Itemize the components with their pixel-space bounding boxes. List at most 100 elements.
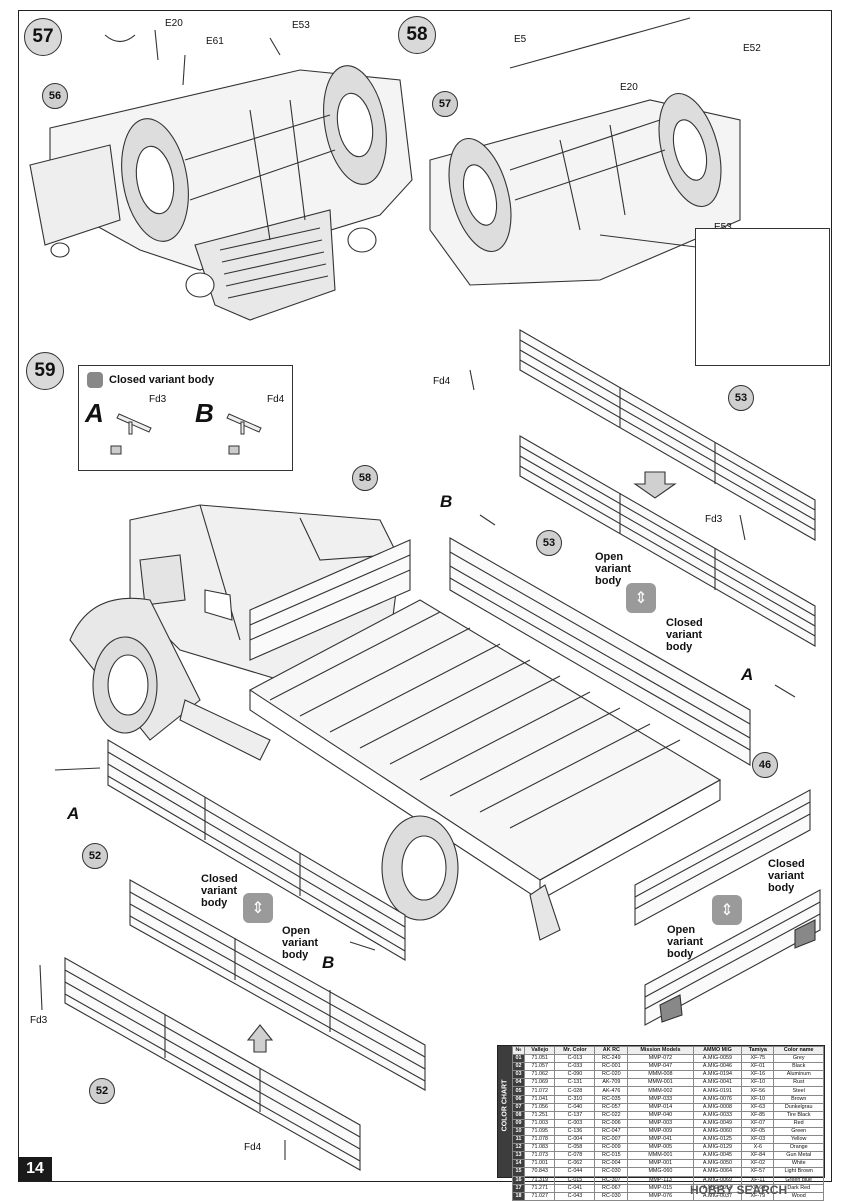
step-59-number: 59 — [26, 352, 64, 390]
part-label: Fd3 — [149, 394, 167, 405]
variant-letter-b: B — [322, 953, 335, 972]
table-cell: 05 — [512, 1086, 525, 1096]
part-callout-52: 52 — [89, 1078, 115, 1104]
table-cell: XF-07 — [741, 1118, 775, 1128]
table-cell: C-058 — [554, 1143, 596, 1153]
table-cell: XF-05 — [741, 1126, 775, 1137]
color-chart-header: Mr. Color — [554, 1045, 596, 1056]
table-cell: 17 — [512, 1183, 525, 1193]
table-cell: 18 — [512, 1191, 525, 1201]
table-cell: A.MIG-0050 — [692, 1159, 743, 1169]
table-cell: 71.083 — [523, 1143, 556, 1153]
table-cell: 71.271 — [523, 1183, 556, 1193]
table-cell: XF-03 — [741, 1135, 775, 1145]
table-cell: RC-249 — [594, 1054, 629, 1064]
table-cell: A.MIG-0041 — [692, 1078, 743, 1088]
table-cell: 02 — [512, 1062, 525, 1072]
table-cell: MMP-033 — [627, 1094, 694, 1104]
part-label: Fd4 — [267, 394, 285, 405]
table-cell: MMP-001 — [627, 1159, 694, 1169]
table-cell: XF-02 — [741, 1159, 775, 1169]
table-cell: Dunkelgrau — [773, 1102, 824, 1112]
table-cell: C-033 — [554, 1062, 596, 1072]
table-cell: A.MIG-0033 — [692, 1110, 743, 1120]
table-cell: MMP-040 — [627, 1110, 694, 1120]
part-label: E20 — [620, 82, 638, 93]
table-cell: 71.001 — [523, 1159, 556, 1169]
table-cell: MMM-001 — [627, 1151, 694, 1161]
part-label: E52 — [743, 43, 761, 54]
color-chart-header: AK RC — [594, 1045, 629, 1056]
part-callout-46: 46 — [752, 752, 778, 778]
table-cell: MMP-076 — [627, 1191, 694, 1201]
table-cell: XF-63 — [741, 1102, 775, 1112]
variant-letter-b: B — [195, 398, 214, 428]
table-cell: A.MIG-0064 — [692, 1167, 743, 1177]
closed-variant-icon — [87, 372, 103, 388]
table-cell: 71.095 — [523, 1126, 556, 1137]
table-cell: C-310 — [554, 1094, 596, 1104]
table-cell: XF-85 — [741, 1110, 775, 1120]
step-58-number: 58 — [398, 16, 436, 54]
part-label: E53 — [292, 20, 310, 31]
table-cell: RC-020 — [594, 1070, 629, 1080]
table-cell: Red — [773, 1118, 824, 1128]
table-cell: 71.027 — [523, 1191, 556, 1201]
table-cell: C-015 — [554, 1175, 596, 1185]
table-cell: 14 — [512, 1159, 525, 1169]
part-label: Fd3 — [30, 1015, 48, 1026]
table-cell: 71.003 — [523, 1118, 556, 1128]
table-cell: MMP-005 — [627, 1143, 694, 1153]
table-cell: C-136 — [554, 1126, 596, 1137]
table-cell: MMP-047 — [627, 1062, 694, 1072]
table-cell: C-004 — [554, 1135, 596, 1145]
part-callout-52: 52 — [82, 843, 108, 869]
table-cell: Orange — [773, 1143, 824, 1153]
closed-variant-icon: ⇕ — [243, 893, 273, 923]
table-cell: RC-022 — [594, 1110, 629, 1120]
table-cell: A.MIG-0076 — [692, 1094, 743, 1104]
color-chart-header: Mission Models — [627, 1045, 694, 1056]
page-frame — [18, 10, 832, 1182]
step-57-number: 57 — [24, 18, 62, 56]
table-cell: A.MIG-0060 — [692, 1126, 743, 1137]
table-cell: Gun Metal — [773, 1151, 824, 1161]
table-cell: C-040 — [554, 1102, 596, 1112]
step-59-inset: Closed variant body A B Fd3 Fd4 — [78, 365, 293, 471]
table-cell: RC-001 — [594, 1062, 629, 1072]
table-cell: C-041 — [554, 1183, 596, 1193]
part-label: Fd4 — [244, 1142, 262, 1153]
table-cell: AK-476 — [594, 1086, 629, 1096]
table-cell: 71.072 — [523, 1086, 556, 1096]
table-cell: XF-01 — [741, 1062, 775, 1072]
table-cell: Tire Black — [773, 1110, 824, 1120]
part-label: Fd4 — [433, 376, 451, 387]
table-cell: XF-16 — [741, 1070, 775, 1080]
part-label: Fd3 — [705, 514, 723, 525]
variant-letter-b: B — [440, 492, 453, 511]
table-cell: C-003 — [554, 1118, 596, 1128]
table-cell: 03 — [512, 1070, 525, 1080]
table-cell: A.MIG-0045 — [692, 1151, 743, 1161]
table-cell: RC-007 — [594, 1135, 629, 1145]
table-cell: RC-006 — [594, 1118, 629, 1128]
color-chart-header: Color name — [773, 1045, 824, 1056]
table-cell: MMP-009 — [627, 1126, 694, 1137]
table-cell: White — [773, 1159, 824, 1169]
table-cell: 71.057 — [523, 1062, 556, 1072]
table-cell: 15 — [512, 1167, 525, 1177]
table-cell: RC-030 — [594, 1167, 629, 1177]
table-cell: 13 — [512, 1151, 525, 1161]
table-cell: RC-030 — [594, 1191, 629, 1201]
table-cell: RC-009 — [594, 1143, 629, 1153]
table-cell: 70.843 — [523, 1167, 556, 1177]
table-cell: Green — [773, 1126, 824, 1137]
table-cell: 10 — [512, 1126, 525, 1137]
